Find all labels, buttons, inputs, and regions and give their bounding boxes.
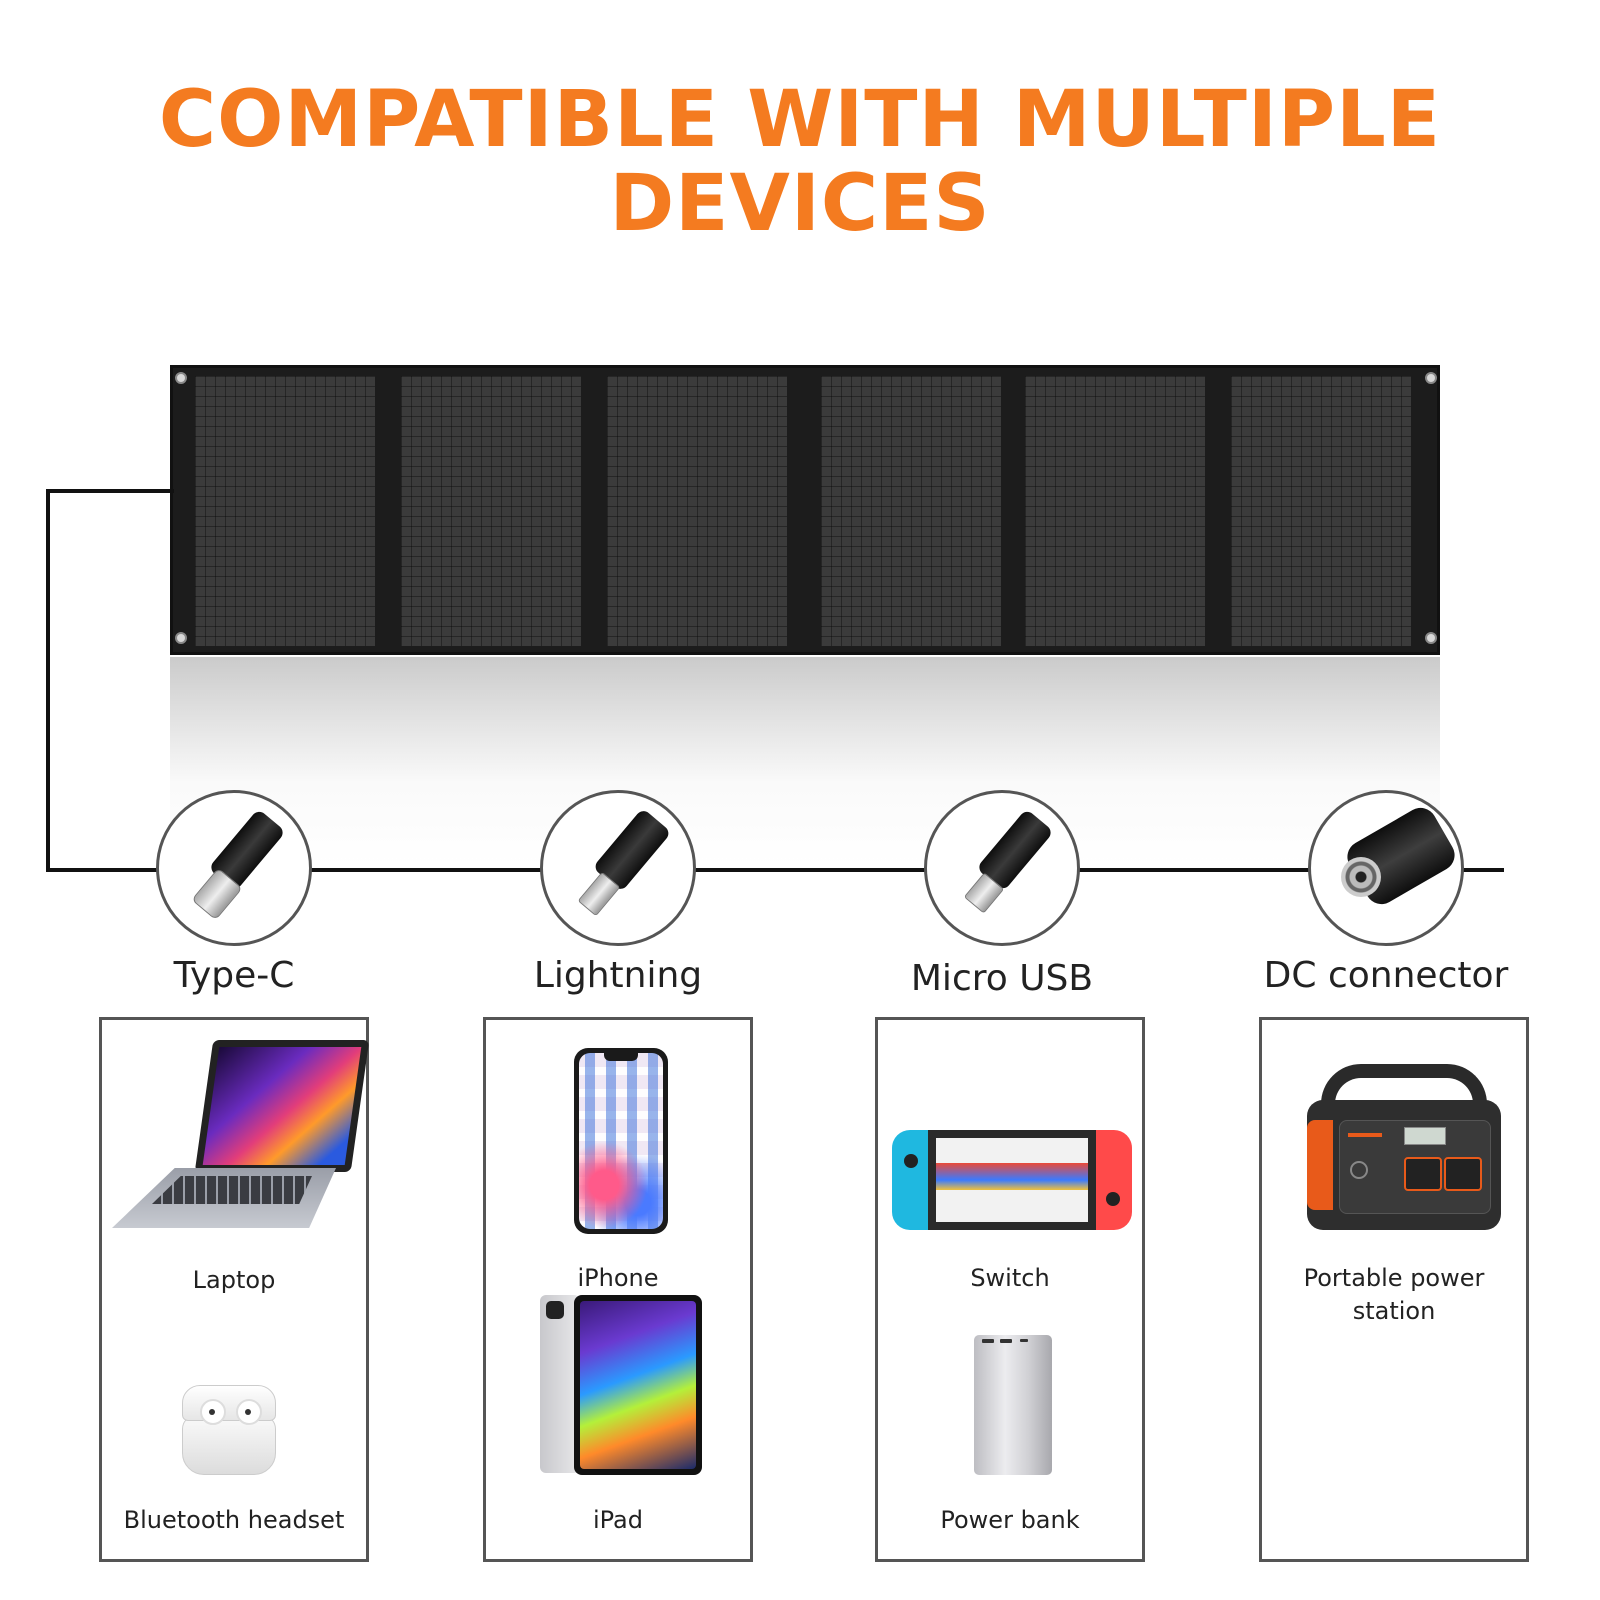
connector-label-lightning: Lightning — [533, 955, 703, 996]
cable-line — [46, 868, 1504, 872]
solar-cell — [607, 376, 787, 646]
grommet-icon — [1425, 632, 1437, 644]
grommet-icon — [175, 632, 187, 644]
game-console-icon — [892, 1130, 1132, 1230]
device-label-portable-power-station: Portable power station — [1303, 1264, 1485, 1325]
lightning-plug-icon — [540, 790, 696, 946]
device-label-switch: Switch — [970, 1264, 1050, 1292]
device-group-dc: Portable power station — [1259, 1017, 1529, 1562]
dc-plug-icon — [1308, 790, 1464, 946]
phone-icon — [574, 1048, 668, 1234]
panel-reflection — [170, 657, 1440, 867]
micro-usb-plug-icon — [924, 790, 1080, 946]
type-c-plug-icon — [156, 790, 312, 946]
connector-label-type-c: Type-C — [173, 955, 295, 996]
solar-cell — [1231, 376, 1411, 646]
device-label-laptop: Laptop — [192, 1266, 276, 1294]
solar-panel — [170, 365, 1440, 655]
grommet-icon — [1425, 372, 1437, 384]
laptop-icon — [112, 1040, 370, 1240]
device-label-bluetooth-headset: Bluetooth headset — [123, 1506, 345, 1534]
page-title: COMPATIBLE WITH MULTIPLE DEVICES — [0, 78, 1600, 246]
device-group-lightning: iPhone iPad — [483, 1017, 753, 1562]
connector-label-dc: DC connector — [1263, 955, 1509, 996]
device-group-type-c: Laptop Bluetooth headset — [99, 1017, 370, 1562]
device-label-ipad: iPad — [592, 1506, 643, 1534]
power-bank-icon — [974, 1335, 1052, 1475]
connector-label-micro-usb: Micro USB — [910, 958, 1094, 999]
device-label-power-bank: Power bank — [940, 1506, 1080, 1534]
power-station-icon — [1307, 1064, 1501, 1234]
title-line-2: DEVICES — [609, 159, 991, 249]
cable-line — [46, 489, 50, 871]
grommet-icon — [175, 372, 187, 384]
solar-cell — [401, 376, 581, 646]
tablet-icon — [540, 1295, 702, 1475]
cable-line — [46, 489, 174, 493]
device-group-micro-usb: Switch Power bank — [875, 1017, 1145, 1562]
title-line-1: COMPATIBLE WITH MULTIPLE — [158, 75, 1442, 165]
solar-cell — [195, 376, 375, 646]
solar-cell — [1025, 376, 1205, 646]
solar-cell — [821, 376, 1001, 646]
earbuds-icon — [182, 1385, 277, 1475]
device-label-iphone: iPhone — [577, 1264, 659, 1292]
